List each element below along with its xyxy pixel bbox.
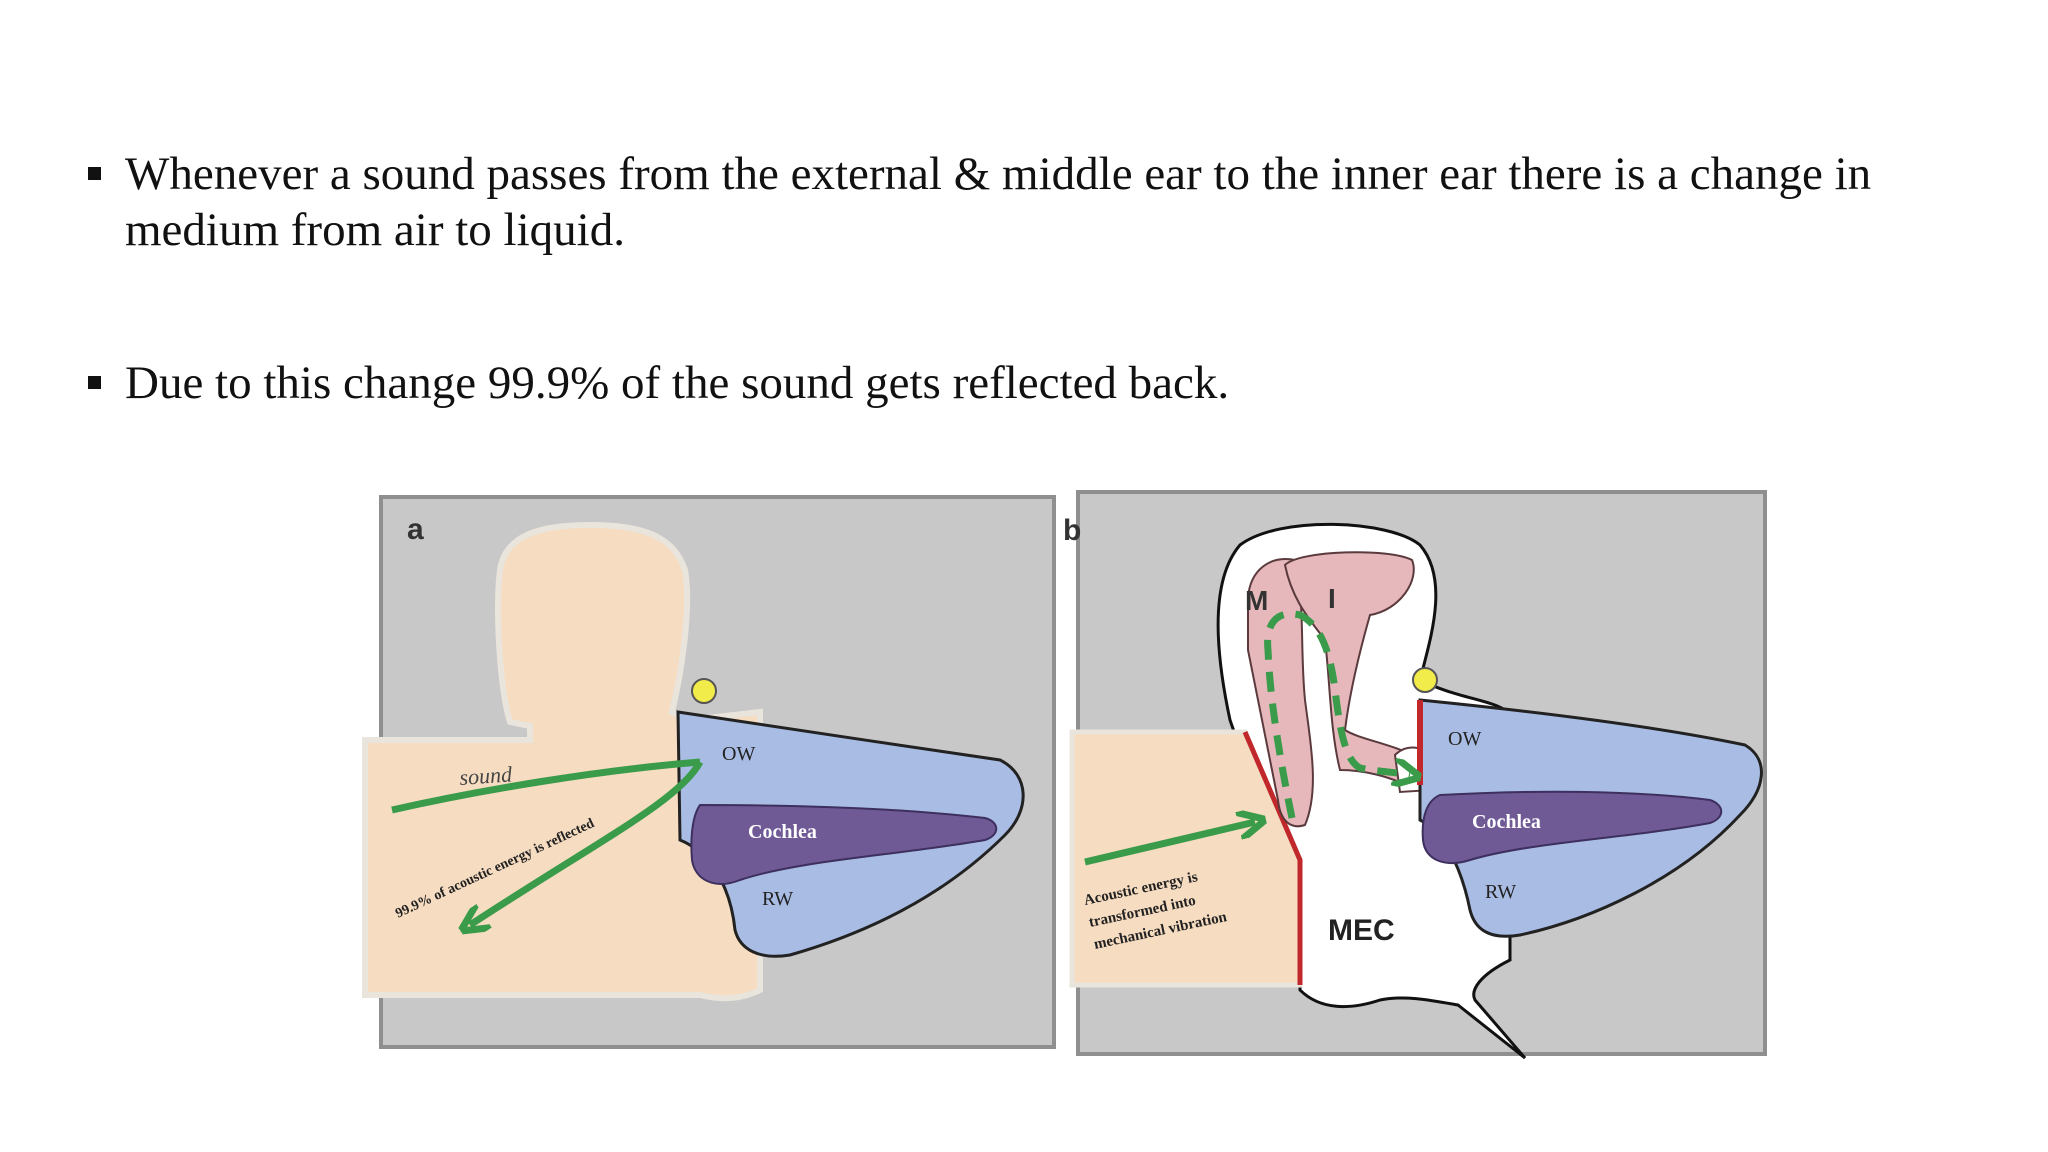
cochlea-label-b: Cochlea: [1472, 811, 1541, 833]
cochlea-b: [1421, 790, 1723, 865]
acoustic-energy-arrow: [1084, 822, 1255, 866]
ow-label-b: OW: [1448, 728, 1481, 750]
bullet-text-1: Whenever a sound passes from the externa…: [125, 148, 1872, 256]
rw-label-a: RW: [762, 888, 793, 910]
incus-label: I: [1328, 583, 1336, 614]
panel-a-letter: a: [407, 513, 424, 546]
mec-label: MEC: [1328, 914, 1395, 947]
panel-b-letter: b: [1063, 514, 1081, 547]
bullet-item-2: Due to this change 99.9% of the sound ge…: [88, 355, 1958, 411]
cochlea-a: [690, 803, 998, 885]
marker-dot-a: [691, 678, 717, 704]
panel-a: a sound 99.9% of acoustic energy is refl…: [362, 495, 1056, 1049]
cochlea-label-a: Cochlea: [748, 821, 817, 843]
bullet-text-2: Due to this change 99.9% of the sound ge…: [125, 357, 1230, 409]
malleus-label: M: [1245, 585, 1268, 616]
panel-b: b M I Acoustic energy is transformed int…: [1063, 490, 1767, 1060]
sound-label: sound: [459, 761, 514, 790]
rw-label-b: RW: [1485, 881, 1516, 903]
marker-dot-b: [1412, 667, 1438, 693]
tympanic-membrane: [1242, 731, 1303, 985]
sound-arrow-in: [391, 758, 701, 814]
ow-label-a: OW: [722, 743, 755, 765]
vibration-path-arrow: [1264, 610, 1410, 819]
incus: [1283, 551, 1422, 792]
bullet-marker: [88, 167, 101, 180]
reflected-arrow: [470, 760, 704, 925]
bullet-item-1: Whenever a sound passes from the externa…: [88, 146, 1958, 258]
bullet-marker: [88, 376, 101, 389]
